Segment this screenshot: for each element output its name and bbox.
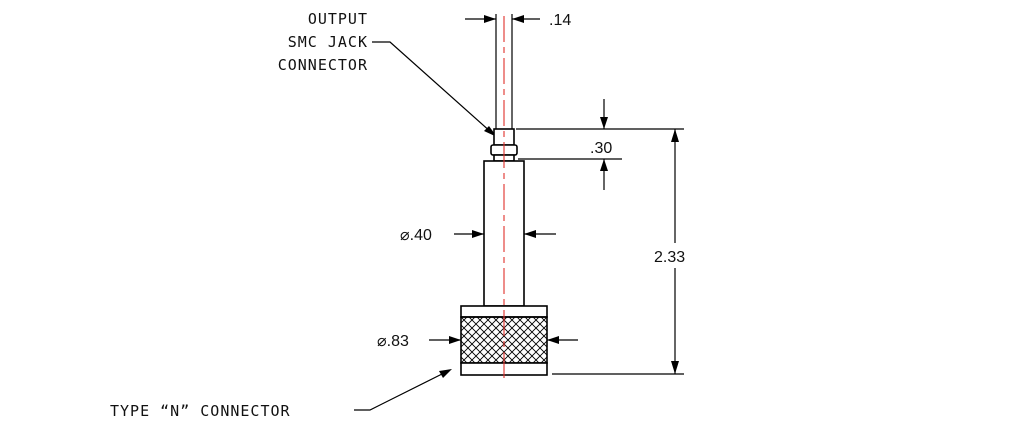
callout-output-line3: CONNECTOR: [278, 56, 368, 74]
body-diameter-label: ⌀.40: [400, 227, 432, 244]
smc-height-dimension: [516, 99, 684, 190]
body-diameter-dimension: [454, 230, 556, 238]
type-n-leader: [354, 369, 452, 411]
callout-output-line2: SMC JACK: [288, 33, 368, 51]
pin-width-label: .14: [549, 12, 571, 29]
n-diameter-label: ⌀.83: [377, 333, 409, 350]
smc-height-label: .30: [590, 140, 612, 157]
pin-width-dimension: [465, 15, 540, 23]
n-diameter-dimension: [429, 336, 578, 344]
callout-type-n: TYPE “N” CONNECTOR: [110, 402, 291, 420]
overall-length-label: 2.33: [654, 249, 685, 266]
callout-output-line1: OUTPUT: [308, 10, 368, 28]
overall-length-dimension: [552, 129, 684, 375]
output-pin: [495, 14, 513, 129]
smc-leader: [372, 41, 497, 137]
